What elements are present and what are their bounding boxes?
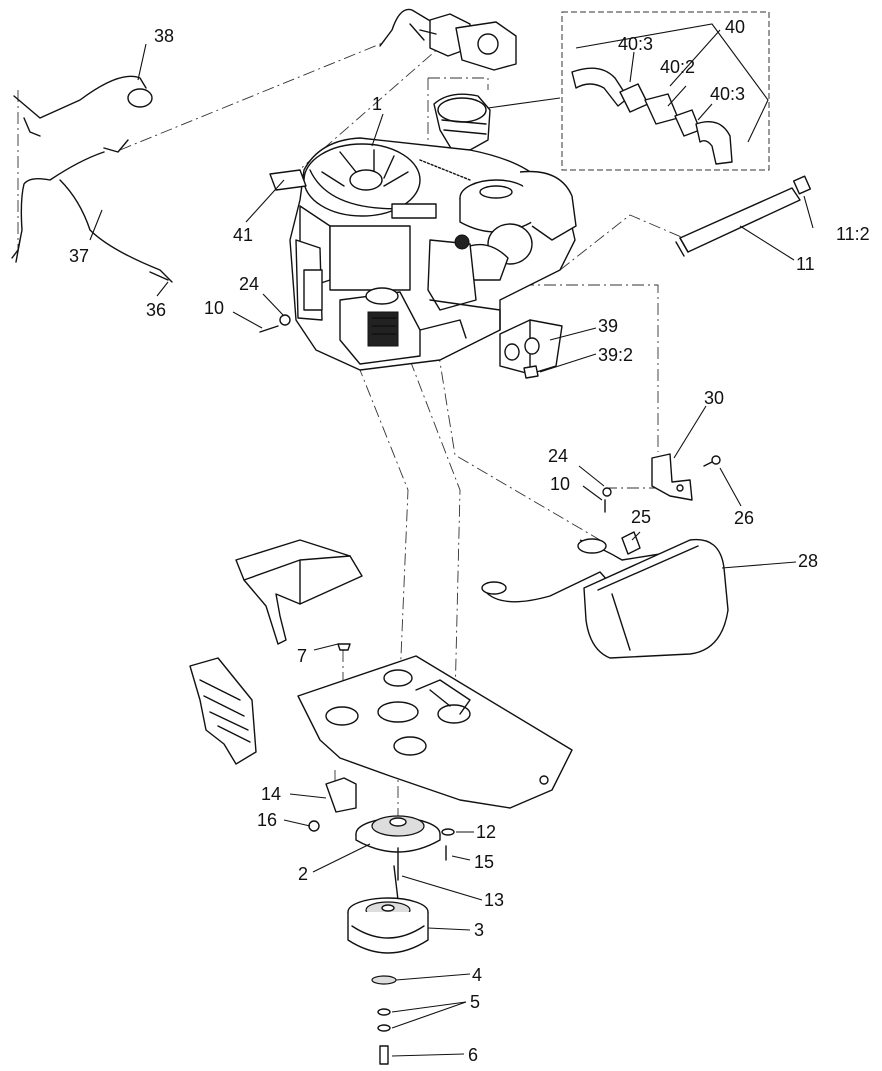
callout-40-3-left: 40:3 (618, 34, 653, 54)
callout-14: 14 (261, 784, 281, 804)
fuel-line-11 (675, 175, 812, 257)
callout-41: 41 (233, 225, 253, 245)
assembly-center-lines (17, 39, 701, 830)
callout-24-engine: 24 (239, 274, 259, 294)
callout-4: 4 (472, 965, 482, 985)
callout-13: 13 (484, 890, 504, 910)
callout-1: 1 (372, 94, 382, 114)
callout-30: 30 (704, 388, 724, 408)
hose-kit-40 (487, 11, 770, 171)
side-guard (189, 657, 257, 765)
callout-10-bracket: 10 (550, 474, 570, 494)
callout-37: 37 (69, 246, 89, 266)
engine-1 (289, 137, 577, 371)
callout-10-engine: 10 (204, 298, 224, 318)
callout-7: 7 (297, 646, 307, 666)
pto-clutch-3 (347, 897, 429, 954)
air-intake-elbow (433, 93, 491, 151)
callout-24-bracket: 24 (548, 446, 568, 466)
callout-40-3-right: 40:3 (710, 84, 745, 104)
callout-2: 2 (298, 864, 308, 884)
leader-lines (89, 29, 814, 1057)
washers-bolt (371, 975, 397, 1065)
exhaust-muffler-28 (481, 531, 729, 659)
bracket-14 (325, 777, 357, 813)
wire-harness (11, 75, 173, 283)
fuel-regulator (379, 8, 517, 71)
callout-38: 38 (154, 26, 174, 46)
callout-36: 36 (146, 300, 166, 320)
heat-shield (235, 539, 363, 645)
callout-16: 16 (257, 810, 277, 830)
callout-26: 26 (734, 508, 754, 528)
callout-28: 28 (798, 551, 818, 571)
callout-15: 15 (474, 852, 494, 872)
engine-deck-plate (297, 655, 573, 809)
callout-12: 12 (476, 822, 496, 842)
callout-11: 11 (796, 254, 815, 274)
mount-block-39 (499, 319, 563, 379)
callout-25: 25 (631, 507, 651, 527)
callout-6: 6 (468, 1045, 478, 1065)
callout-39-2: 39:2 (598, 345, 633, 365)
callout-5: 5 (470, 992, 480, 1012)
fasteners-lower (308, 643, 455, 901)
pulley-2 (355, 815, 441, 881)
callout-40: 40 (725, 17, 745, 37)
callout-39: 39 (598, 316, 618, 336)
callout-labels: 1 38 41 37 36 24 10 40 40:3 40:2 40:3 11… (69, 17, 870, 1065)
callout-40-2: 40:2 (660, 57, 695, 77)
callout-11-2: 11:2 (836, 224, 870, 244)
fasteners-bracket (259, 314, 612, 513)
decal-41 (269, 169, 307, 191)
callout-3: 3 (474, 920, 484, 940)
muffler-bracket-30 (651, 453, 721, 501)
